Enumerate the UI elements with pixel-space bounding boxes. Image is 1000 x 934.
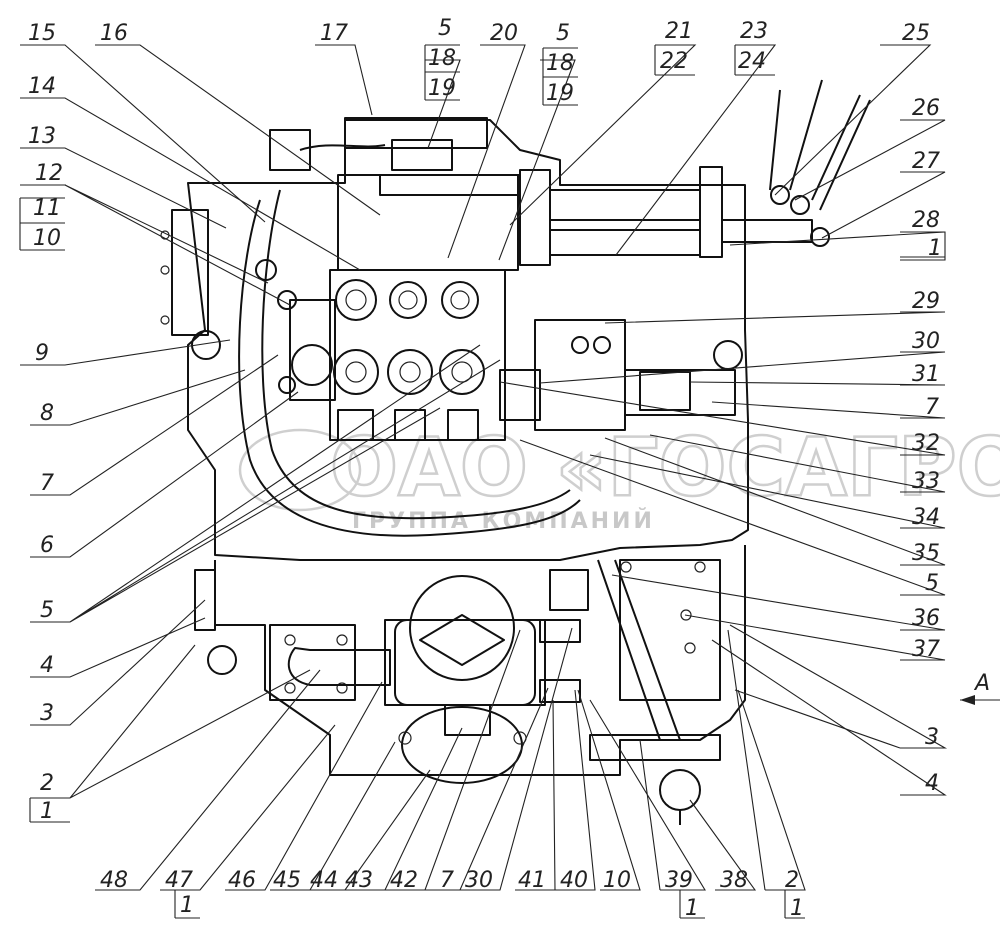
callout-1-bottom-a: 1: [180, 893, 194, 918]
callout-2-left: 2: [40, 771, 54, 796]
callout-20: 20: [490, 21, 518, 46]
callout-33: 33: [912, 469, 940, 494]
leader-lines: [20, 44, 1000, 891]
callout-32: 32: [912, 431, 940, 456]
callout-43: 43: [345, 868, 373, 893]
callout-29: 29: [912, 289, 940, 314]
callout-24: 24: [738, 49, 766, 74]
callout-41: 41: [518, 868, 546, 893]
callout-3-left: 3: [40, 701, 54, 726]
callout-19-b: 19: [546, 81, 574, 106]
callout-10-b: 10: [603, 868, 631, 893]
callout-2-bottom: 2: [785, 868, 799, 893]
callout-1-left: 1: [40, 799, 54, 824]
callout-7-b: 7: [40, 471, 54, 496]
callout-5-top-b: 5: [556, 21, 570, 46]
callout-27: 27: [912, 149, 940, 174]
callout-28: 28: [912, 208, 940, 233]
callout-1-a: 1: [928, 236, 942, 261]
callout-1-bottom-c: 1: [790, 896, 804, 921]
callout-4-left: 4: [40, 653, 54, 678]
view-arrow-icon: [960, 695, 975, 705]
callout-9: 9: [35, 341, 49, 366]
callout-26: 26: [912, 96, 940, 121]
callout-47: 47: [165, 868, 193, 893]
callout-1-bottom-b: 1: [685, 896, 699, 921]
callout-39: 39: [665, 868, 693, 893]
callout-37: 37: [912, 637, 940, 662]
callout-8: 8: [40, 401, 54, 426]
callout-15: 15: [28, 21, 56, 46]
view-label-a: A: [973, 671, 990, 696]
watermark-brand: ОАО «ГОСАГРО»: [330, 421, 1000, 514]
callout-45: 45: [273, 868, 301, 893]
callout-44: 44: [310, 868, 338, 893]
watermark: ОАО «ГОСАГРО» ГРУППА КОМПАНИЙ: [238, 420, 1000, 534]
callout-42: 42: [390, 868, 418, 893]
callout-23: 23: [740, 19, 768, 44]
callout-21: 21: [665, 19, 693, 44]
callout-5-top-a: 5: [438, 16, 452, 41]
callout-19-a: 19: [428, 76, 456, 101]
callout-4-right: 4: [925, 771, 939, 796]
callout-12: 12: [35, 161, 63, 186]
callout-5-right: 5: [925, 571, 939, 596]
callout-31: 31: [912, 362, 940, 387]
callout-18-b: 18: [546, 51, 574, 76]
callout-13: 13: [28, 124, 56, 149]
callout-3-right: 3: [925, 725, 939, 750]
callout-14: 14: [28, 74, 56, 99]
callout-18-a: 18: [428, 46, 456, 71]
callout-35: 35: [912, 541, 940, 566]
callout-16: 16: [100, 21, 128, 46]
callout-6: 6: [40, 533, 54, 558]
callout-7-bottom: 7: [440, 868, 454, 893]
callout-40: 40: [560, 868, 588, 893]
callout-34: 34: [912, 505, 940, 530]
callout-30-a: 30: [912, 329, 940, 354]
callout-labels: 15 16 17 5 18 19 20 5 18 19 21 22 23 24 …: [28, 16, 990, 921]
callout-25: 25: [902, 21, 930, 46]
callout-5-left: 5: [40, 598, 54, 623]
callout-22: 22: [660, 49, 688, 74]
callout-17: 17: [320, 21, 348, 46]
callout-48: 48: [100, 868, 128, 893]
callout-11: 11: [33, 196, 61, 221]
callout-36: 36: [912, 606, 940, 631]
callout-7-a: 7: [925, 395, 939, 420]
callout-46: 46: [228, 868, 256, 893]
callout-10-a: 10: [33, 226, 61, 251]
callout-frames: [19, 44, 946, 919]
callout-38: 38: [720, 868, 748, 893]
assembly-drawing: [160, 79, 871, 825]
callout-30-b: 30: [465, 868, 493, 893]
